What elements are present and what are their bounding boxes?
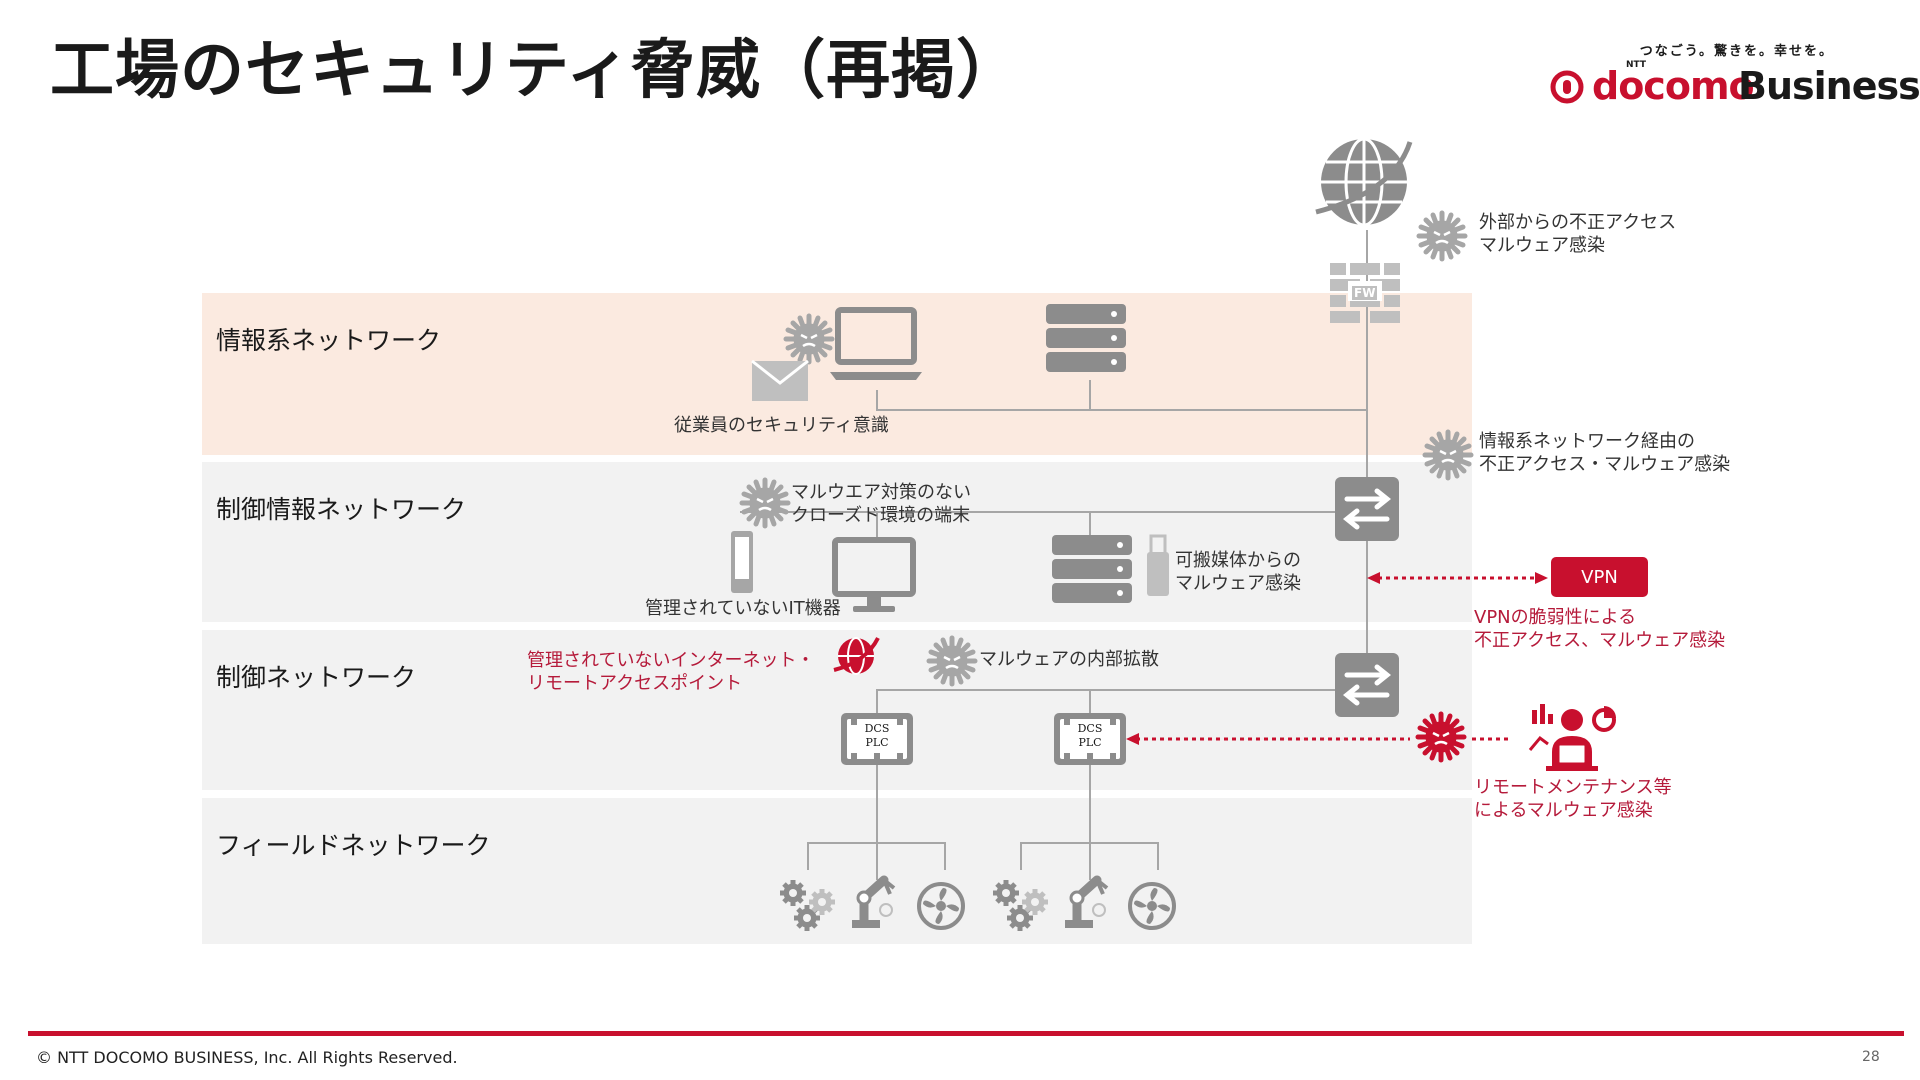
virus-red-icon bbox=[1418, 714, 1464, 760]
usb-icon bbox=[1147, 534, 1169, 596]
router-icon bbox=[731, 531, 753, 593]
label-closed-env: マルウエア対策のない クローズド環境の端末 bbox=[791, 482, 971, 526]
page-title: 工場のセキュリティ脅威（再掲） bbox=[50, 34, 1022, 108]
server-icon bbox=[1046, 304, 1126, 372]
band-control-network: 制御ネットワーク bbox=[202, 630, 1472, 790]
plc-label: DCS PLC bbox=[1077, 722, 1103, 749]
monitor-icon bbox=[832, 537, 916, 612]
vpn-arrow bbox=[1367, 572, 1548, 584]
label-removable-media: 可搬媒体からの マルウェア感染 bbox=[1175, 550, 1301, 594]
page-number: 28 bbox=[1862, 1049, 1880, 1065]
virus-icon bbox=[1425, 432, 1471, 478]
label-via-info-network: 情報系ネットワーク経由の 不正アクセス・マルウェア感染 bbox=[1479, 431, 1731, 475]
band-label: 情報系ネットワーク bbox=[216, 326, 442, 355]
gear-icon bbox=[780, 880, 806, 906]
globe-icon bbox=[1315, 137, 1413, 227]
docomo-mark-icon bbox=[1550, 70, 1584, 104]
brand-ntt: NTT bbox=[1626, 60, 1647, 70]
label-unmanaged-it: 管理されていないIT機器 bbox=[645, 598, 841, 619]
band-field-network: フィールドネットワーク bbox=[202, 798, 1472, 944]
label-remote-maintenance: リモートメンテナンス等 によるマルウェア感染 bbox=[1474, 777, 1672, 821]
switch-icon bbox=[1335, 477, 1399, 541]
switch-icon bbox=[1335, 653, 1399, 717]
server-icon bbox=[1052, 535, 1132, 603]
brand-name-dark: Business bbox=[1738, 64, 1920, 108]
virus-icon bbox=[742, 480, 788, 526]
band-label: フィールドネットワーク bbox=[216, 831, 491, 860]
brand-tagline: つなごう。驚きを。幸せを。 bbox=[1639, 44, 1834, 59]
robot-arm-icon bbox=[1065, 880, 1107, 928]
laptop-icon bbox=[830, 307, 922, 380]
virus-icon bbox=[929, 638, 975, 684]
remote-maint-arrow bbox=[1126, 733, 1512, 745]
gear-icon bbox=[993, 880, 1019, 906]
label-external-threat: 外部からの不正アクセス マルウェア感染 bbox=[1479, 212, 1677, 256]
copyright: © NTT DOCOMO BUSINESS, Inc. All Rights R… bbox=[36, 1048, 458, 1067]
mail-icon bbox=[751, 359, 809, 401]
red-globe-icon bbox=[833, 637, 880, 675]
band-label: 制御情報ネットワーク bbox=[216, 495, 467, 524]
connection-lines bbox=[740, 230, 1368, 880]
fan-icon bbox=[917, 882, 965, 930]
label-employee-awareness: 従業員のセキュリティ意識 bbox=[674, 415, 889, 436]
virus-icon bbox=[786, 316, 832, 362]
label-internal-spread: マルウェアの内部拡散 bbox=[979, 649, 1159, 670]
footer-divider bbox=[28, 1031, 1904, 1036]
label-unmanaged-ap: 管理されていないインターネット・ リモートアクセスポイント bbox=[527, 650, 815, 694]
remote-worker-icon bbox=[1528, 704, 1616, 771]
firewall-label: FW bbox=[1352, 286, 1378, 300]
robot-arm-icon bbox=[852, 880, 894, 928]
brand-logo: NTT docomo Business bbox=[1540, 58, 1920, 114]
brand-name-red: docomo bbox=[1592, 64, 1755, 108]
band-label: 制御ネットワーク bbox=[216, 663, 417, 692]
vpn-badge: VPN bbox=[1551, 557, 1648, 597]
fan-icon bbox=[1128, 882, 1176, 930]
plc-label: DCS PLC bbox=[864, 722, 890, 749]
virus-icon bbox=[1419, 213, 1465, 259]
label-vpn-vuln: VPNの脆弱性による 不正アクセス、マルウェア感染 bbox=[1474, 607, 1726, 651]
